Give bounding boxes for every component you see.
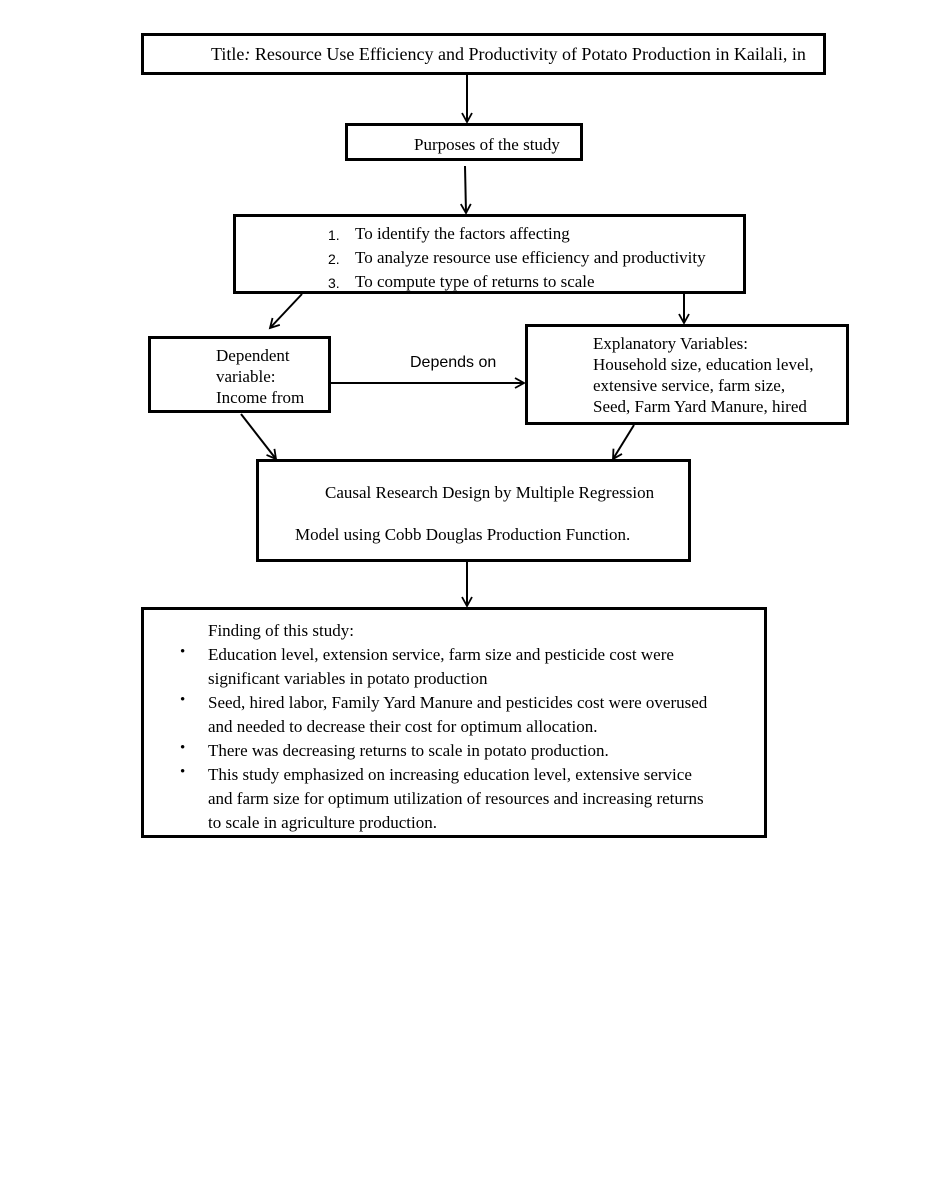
findings-heading: Finding of this study: xyxy=(208,621,354,640)
explanatory-line: Seed, Farm Yard Manure, hired xyxy=(593,397,807,416)
finding-line: There was decreasing returns to scale in… xyxy=(208,741,609,760)
explanatory-variables-box: Explanatory Variables: Household size, e… xyxy=(525,324,849,425)
explanatory-line: Household size, education level, xyxy=(593,355,814,374)
dependent-line: Income from xyxy=(216,388,305,407)
research-design-box: Causal Research Design by Multiple Regre… xyxy=(256,459,691,562)
objective-number: 2. xyxy=(328,251,340,267)
findings-box: Finding of this study: • Education level… xyxy=(141,607,767,838)
dependent-line: Dependent xyxy=(216,346,290,365)
title-prefix: Title xyxy=(211,44,245,64)
bullet-icon: • xyxy=(180,764,186,780)
arrow-purposes-to-objectives xyxy=(460,165,472,215)
arrow-explanatory-to-design xyxy=(612,424,635,461)
finding-line: and needed to decrease their cost for op… xyxy=(208,717,598,736)
design-line-1: Causal Research Design by Multiple Regre… xyxy=(325,483,655,502)
dependent-variable-box: Dependent variable: Income from xyxy=(148,336,331,413)
title-colon: : xyxy=(244,44,251,64)
objective-number: 1. xyxy=(328,227,340,243)
arrow-dependent-to-design xyxy=(240,413,278,461)
objective-text: To compute type of returns to scale xyxy=(355,272,595,291)
title-body: Resource Use Efficiency and Productivity… xyxy=(250,44,806,64)
title-text: Title: Resource Use Efficiency and Produ… xyxy=(211,44,806,65)
title-box: Title: Resource Use Efficiency and Produ… xyxy=(141,33,826,75)
explanatory-line: Explanatory Variables: xyxy=(593,334,749,353)
objective-text: To identify the factors affecting xyxy=(355,224,570,243)
design-line-2: Model using Cobb Douglas Production Func… xyxy=(295,525,631,544)
finding-line: and farm size for optimum utilization of… xyxy=(208,789,704,808)
finding-line: significant variables in potato producti… xyxy=(208,669,488,688)
dependent-line: variable: xyxy=(216,367,276,386)
bullet-icon: • xyxy=(180,692,186,708)
objective-number: 3. xyxy=(328,275,340,291)
purposes-box: Purposes of the study xyxy=(345,123,583,161)
objectives-box: 1. To identify the factors affecting 2. … xyxy=(233,214,746,294)
arrow-objectives-to-dependent xyxy=(268,293,303,330)
explanatory-line: extensive service, farm size, xyxy=(593,376,786,395)
depends-on-label: Depends on xyxy=(410,354,497,371)
finding-line: Education level, extension service, farm… xyxy=(208,645,674,664)
finding-line: Seed, hired labor, Family Yard Manure an… xyxy=(208,693,708,712)
finding-line: to scale in agriculture production. xyxy=(208,813,437,832)
objective-text: To analyze resource use efficiency and p… xyxy=(355,248,706,267)
bullet-icon: • xyxy=(180,644,186,660)
purposes-label: Purposes of the study xyxy=(414,135,560,154)
finding-line: This study emphasized on increasing educ… xyxy=(208,765,692,784)
bullet-icon: • xyxy=(180,740,186,756)
